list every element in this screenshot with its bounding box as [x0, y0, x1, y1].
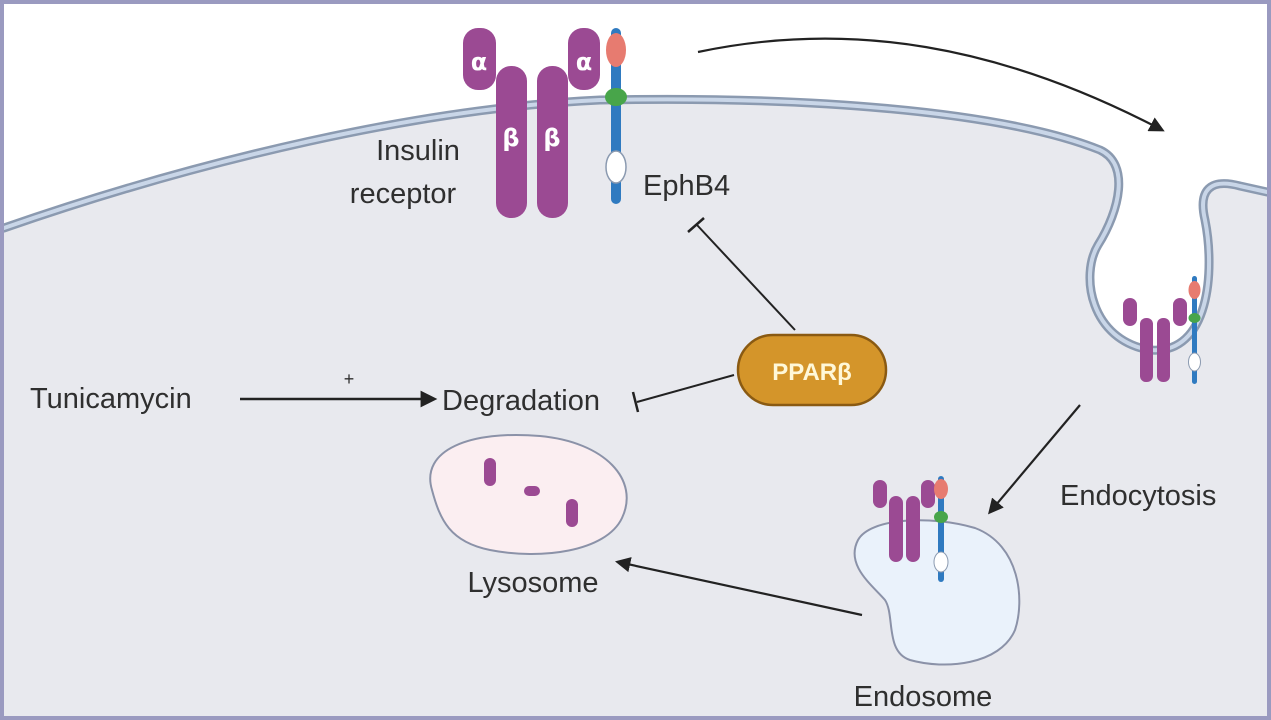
ephb4-label: EphB4: [643, 170, 730, 202]
plasma-membrane: [0, 94, 1271, 355]
insulin-receptor-label-line1: Insulin: [376, 135, 460, 167]
pit-beta-right: [1157, 318, 1170, 382]
plus-sign: +: [344, 369, 355, 389]
endosome-label: Endosome: [854, 681, 993, 713]
pit-beta-left: [1140, 318, 1153, 382]
pit-ephb4-kinase-domain: [1188, 352, 1201, 372]
pit-ephb4-tm-domain: [1188, 313, 1201, 323]
pparb-pill: [736, 333, 888, 407]
pit-alpha-left: [1123, 298, 1137, 326]
endosome-ephb4-tm-domain: [934, 511, 948, 523]
degradation-label: Degradation: [442, 385, 600, 417]
endocytosis-arrow: [988, 404, 1081, 515]
alpha-label-left: α: [471, 48, 488, 76]
endocytosis-label: Endocytosis: [1060, 480, 1216, 512]
tunicamycin-label: Tunicamycin: [30, 383, 192, 415]
degraded-fragment: [484, 458, 496, 486]
endosome-ephb4-kinase-domain: [933, 551, 949, 573]
endosome-ephb4-ligand-domain: [934, 479, 948, 499]
endosome: [853, 476, 1021, 666]
pparb-label: PPARβ: [772, 359, 852, 386]
endosome-alpha-right: [921, 480, 935, 508]
insulin-receptor-label-line2: receptor: [350, 178, 457, 210]
ephb4-tm-domain: [605, 88, 627, 106]
inhibition-line-ephb4: [696, 224, 796, 331]
beta-subunit-left: [496, 66, 527, 218]
inhibition-bar-degradation: [631, 391, 640, 413]
alpha-label-right: α: [576, 48, 593, 76]
inhibition-line-degradation: [636, 374, 735, 403]
lysosome-label: Lysosome: [467, 567, 598, 599]
alpha-subunit-right: [568, 28, 600, 90]
beta-subunit-right: [537, 66, 568, 218]
movement-arrow: [697, 37, 1165, 132]
endosome-alpha-left: [873, 480, 887, 508]
pit-ephb4-ligand-domain: [1188, 281, 1201, 299]
degraded-fragment: [524, 486, 540, 496]
endosome-beta-right: [906, 496, 920, 562]
endosome-beta-left: [889, 496, 903, 562]
ephb4-kinase-domain: [605, 150, 627, 184]
insulin-receptor: α β β α: [463, 28, 600, 218]
pit-receptors: [1123, 276, 1201, 384]
ephb4-ligand-domain: [606, 33, 626, 67]
degraded-fragment: [566, 499, 578, 527]
trafficking-arrow: [614, 557, 863, 617]
pit-alpha-right: [1173, 298, 1187, 326]
alpha-subunit-left: [463, 28, 496, 90]
pparb-node: PPARβ: [736, 333, 888, 407]
beta-label-right: β: [543, 124, 560, 152]
ephb4-receptor: [605, 28, 627, 204]
lysosome: [429, 434, 628, 555]
inhibition-bar-ephb4: [687, 217, 705, 233]
beta-label-left: β: [502, 124, 519, 152]
